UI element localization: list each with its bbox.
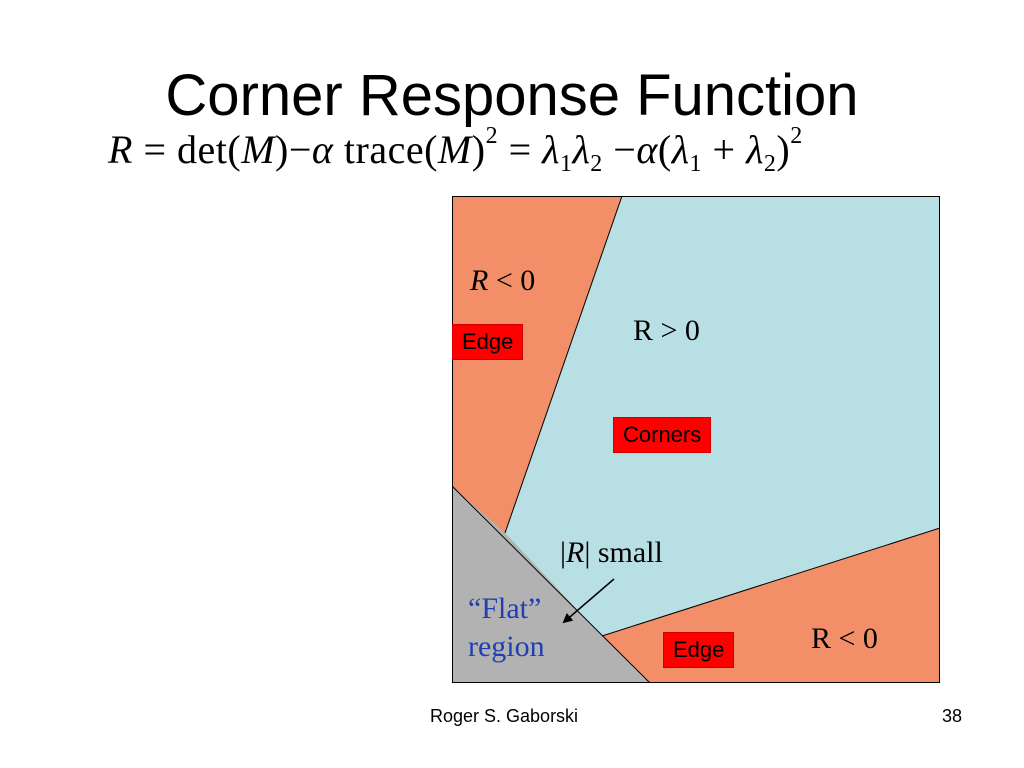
formula-close1: ) <box>275 127 289 172</box>
footer-author: Roger S. Gaborski <box>430 706 579 726</box>
flat-region-label: “Flat” region <box>468 592 545 663</box>
formula-alpha2: α <box>636 127 658 172</box>
formula-r: R <box>108 127 133 172</box>
formula-sq1: 2 <box>485 123 499 149</box>
label-r-positive: R > 0 <box>633 314 700 347</box>
formula-sub1: 1 <box>559 151 573 177</box>
small-r-arrow <box>562 578 615 624</box>
formula-minus1: − <box>288 127 312 172</box>
label-r-negative-top: R < 0 <box>470 264 536 297</box>
diagram-frame <box>452 196 940 683</box>
formula-det: det( <box>177 127 242 172</box>
region-boundary-flat <box>452 485 651 683</box>
formula-trace: trace( <box>343 127 438 172</box>
formula-m1: M <box>241 127 276 172</box>
formula-sub3: 1 <box>689 151 703 177</box>
corner-region <box>505 196 940 636</box>
region-diagram: R < 0 R > 0 |R| small R < 0 Edge Corners… <box>452 196 940 683</box>
formula-eq2: = <box>508 127 532 172</box>
formula-close3: ) <box>776 127 791 172</box>
formula-sub2: 2 <box>590 151 603 177</box>
formula-close2: ) <box>471 127 486 172</box>
formula-open3: ( <box>657 127 672 172</box>
region-boundary-edge-corner <box>504 196 623 534</box>
corner-response-formula: R = det(M)−α trace(M)2 = λ1λ2 −α(λ1 + λ2… <box>108 123 803 176</box>
formula-lambda1: λ <box>542 127 560 172</box>
slide-title: Corner Response Function <box>165 63 859 128</box>
formula-m2: M <box>437 127 472 172</box>
formula-lambda3: λ <box>671 127 690 172</box>
edge-badge-top: Edge <box>452 324 524 360</box>
label-r-negative-bottom: R < 0 <box>811 622 878 655</box>
corners-badge: Corners <box>613 417 712 453</box>
edge-badge-bottom: Edge <box>663 632 735 668</box>
region-boundary-corner-edge <box>601 527 940 637</box>
region-diagram-svg <box>452 196 940 683</box>
formula-plus: + <box>712 127 736 172</box>
formula-sq2: 2 <box>790 123 803 149</box>
formula-minus2: − <box>613 127 637 172</box>
formula-sub4: 2 <box>763 151 777 177</box>
formula-alpha1: α <box>311 127 334 172</box>
formula-lambda2: λ <box>572 127 591 172</box>
footer-page-number: 38 <box>942 706 963 726</box>
formula-eq1: = <box>143 127 167 172</box>
formula-lambda4: λ <box>746 127 764 172</box>
label-r-small: |R| small <box>560 536 663 569</box>
